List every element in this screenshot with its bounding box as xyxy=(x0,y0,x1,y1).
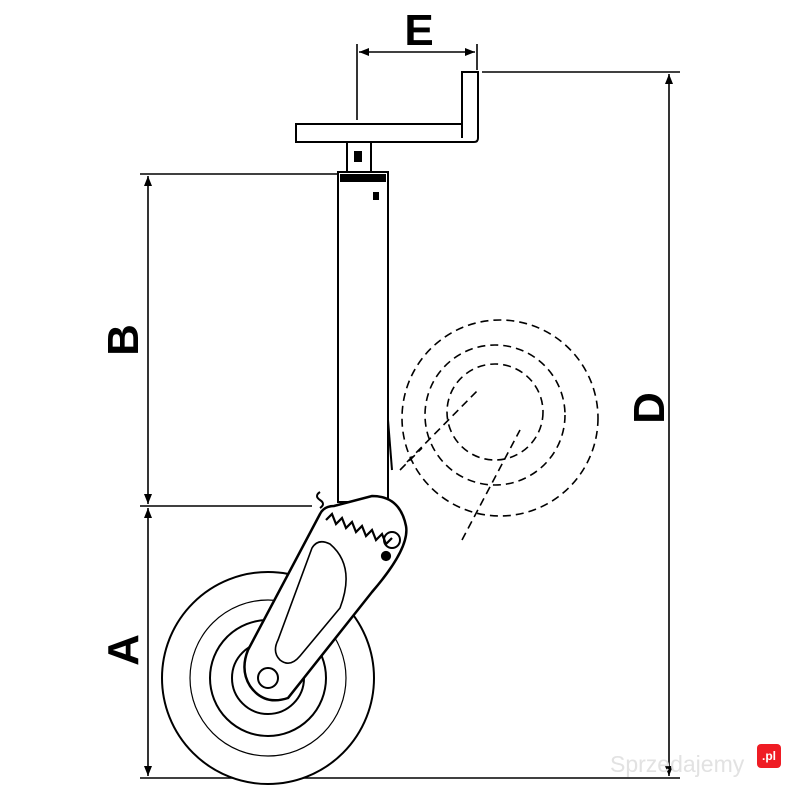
dimension-label-d: D xyxy=(625,392,674,424)
dimension-label-b: B xyxy=(99,324,148,356)
dimension-e xyxy=(356,44,478,120)
watermark-badge xyxy=(757,744,781,768)
spindle xyxy=(346,141,372,173)
watermark: Sprzedajemy .pl xyxy=(610,744,781,777)
crank-handle xyxy=(295,71,479,143)
wheel-fork xyxy=(243,494,408,702)
fork-spring xyxy=(316,491,393,562)
dimension-b xyxy=(140,173,338,507)
folded-wheel-outline xyxy=(399,319,599,541)
dimension-d xyxy=(300,71,680,779)
watermark-badge-text: .pl xyxy=(762,749,776,763)
watermark-text: Sprzedajemy xyxy=(610,751,745,777)
dimension-label-a: A xyxy=(99,634,148,666)
dimension-label-e: E xyxy=(404,6,433,55)
outer-tube xyxy=(337,171,393,503)
